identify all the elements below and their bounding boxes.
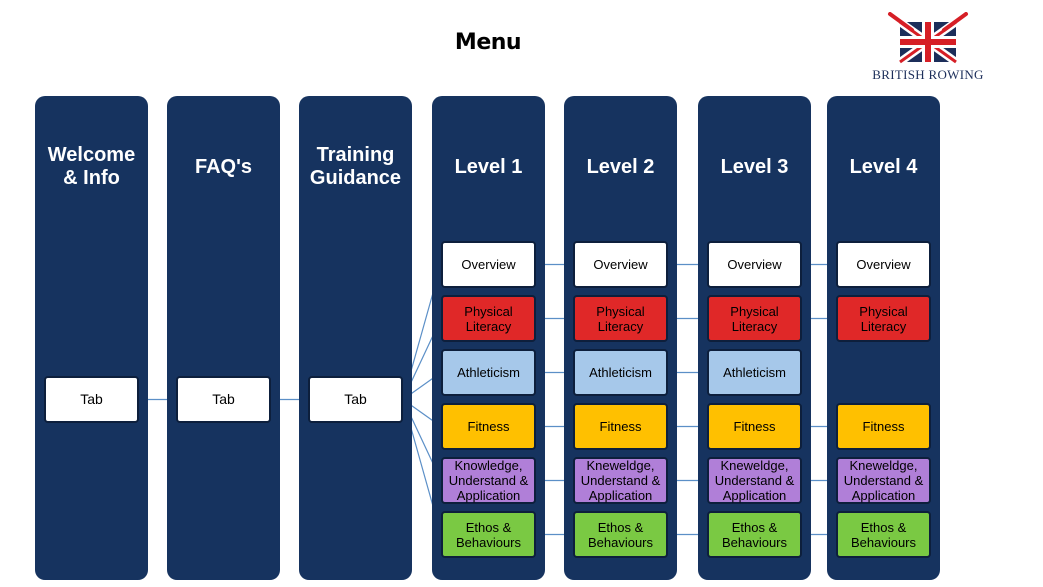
page-title: Menu	[454, 30, 522, 55]
level-2-overview-button[interactable]: Overview	[573, 241, 668, 288]
level-4-overview-button[interactable]: Overview	[836, 241, 931, 288]
level-3-ethos-button[interactable]: Ethos & Behaviours	[707, 511, 802, 558]
level-3-overview-button[interactable]: Overview	[707, 241, 802, 288]
tab-button-training[interactable]: Tab	[308, 376, 403, 423]
level-3-physical-button[interactable]: Physical Literacy	[707, 295, 802, 342]
level-2-ethos-button[interactable]: Ethos & Behaviours	[573, 511, 668, 558]
column-header-level-4: Level 4	[849, 156, 918, 178]
level-2-knowledge-button[interactable]: Kneweldge, Understand & Application	[573, 457, 668, 504]
column-header-training: Training Guidance	[309, 144, 402, 189]
level-1-knowledge-button[interactable]: Knowledge, Understand & Application	[441, 457, 536, 504]
level-4-ethos-button[interactable]: Ethos & Behaviours	[836, 511, 931, 558]
level-1-athleticism-button[interactable]: Athleticism	[441, 349, 536, 396]
level-2-physical-button[interactable]: Physical Literacy	[573, 295, 668, 342]
level-2-athleticism-button[interactable]: Athleticism	[573, 349, 668, 396]
level-4-physical-button[interactable]: Physical Literacy	[836, 295, 931, 342]
level-1-overview-button[interactable]: Overview	[441, 241, 536, 288]
column-header-faq: FAQ's	[195, 156, 252, 178]
level-4-knowledge-button[interactable]: Kneweldge, Understand & Application	[836, 457, 931, 504]
level-1-fitness-button[interactable]: Fitness	[441, 403, 536, 450]
level-1-physical-button[interactable]: Physical Literacy	[441, 295, 536, 342]
tab-button-faq[interactable]: Tab	[176, 376, 271, 423]
column-training: Training Guidance	[299, 96, 412, 580]
union-flag-oars-icon	[888, 12, 968, 64]
level-3-athleticism-button[interactable]: Athleticism	[707, 349, 802, 396]
column-welcome: Welcome & Info	[35, 96, 148, 580]
level-4-fitness-button[interactable]: Fitness	[836, 403, 931, 450]
column-header-level-1: Level 1	[454, 156, 523, 178]
level-2-fitness-button[interactable]: Fitness	[573, 403, 668, 450]
level-3-knowledge-button[interactable]: Kneweldge, Understand & Application	[707, 457, 802, 504]
british-rowing-logo: BRITISH ROWING	[866, 12, 990, 88]
level-1-ethos-button[interactable]: Ethos & Behaviours	[441, 511, 536, 558]
tab-button-welcome[interactable]: Tab	[44, 376, 139, 423]
column-header-level-3: Level 3	[720, 156, 789, 178]
level-3-fitness-button[interactable]: Fitness	[707, 403, 802, 450]
column-faq: FAQ's	[167, 96, 280, 580]
column-header-level-2: Level 2	[586, 156, 655, 178]
column-header-welcome: Welcome & Info	[47, 144, 136, 189]
logo-wordmark: BRITISH ROWING	[872, 67, 984, 82]
